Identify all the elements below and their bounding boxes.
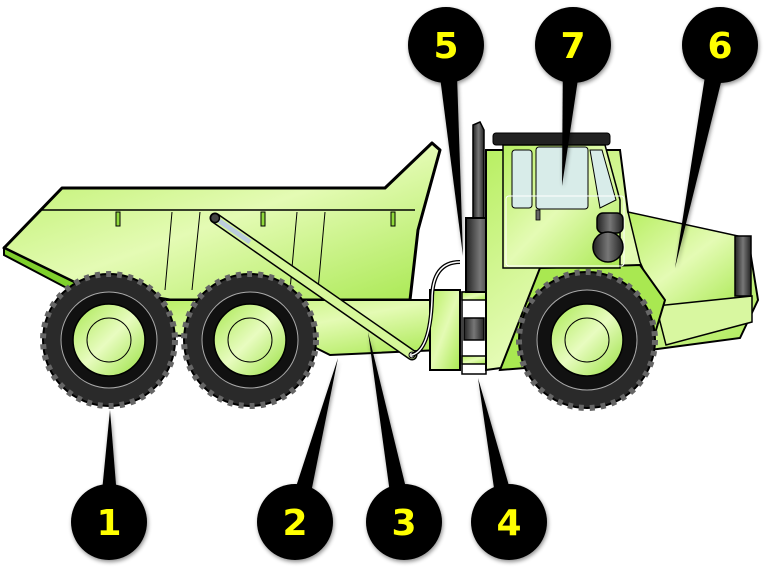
- rear-wheel-2: [181, 271, 319, 409]
- callout-label-5: 5: [433, 26, 458, 67]
- callout-markers: 1 2 3 4 5 7 6: [71, 7, 758, 560]
- front-wheel: [516, 269, 658, 411]
- callout-marker-6: 6: [675, 7, 758, 268]
- callout-label-3: 3: [391, 503, 416, 544]
- operator-cab: [492, 132, 625, 269]
- rear-wheel-1: [40, 271, 178, 409]
- callout-marker-3: 3: [366, 332, 442, 560]
- callout-label-1: 1: [96, 503, 121, 544]
- callout-marker-5: 5: [408, 7, 484, 256]
- callout-label-4: 4: [496, 503, 521, 544]
- hoist-cylinder: [209, 212, 418, 361]
- callout-label-2: 2: [282, 503, 307, 544]
- articulation-hitch: [461, 291, 487, 375]
- callout-label-6: 6: [707, 26, 732, 67]
- callout-marker-1: 1: [71, 410, 147, 560]
- callout-marker-2: 2: [257, 358, 338, 560]
- callout-label-7: 7: [560, 26, 585, 67]
- callout-marker-7: 7: [535, 7, 611, 186]
- callout-marker-4: 4: [471, 378, 547, 560]
